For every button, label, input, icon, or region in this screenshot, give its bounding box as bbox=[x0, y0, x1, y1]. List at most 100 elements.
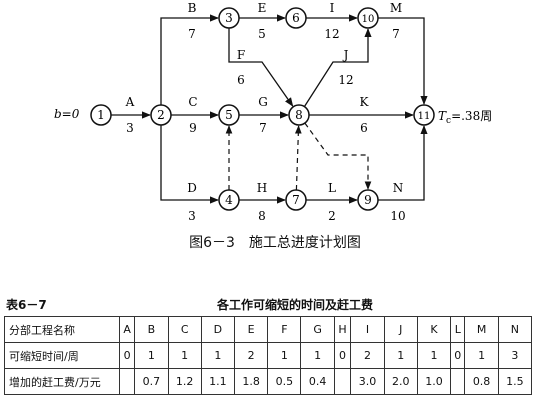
activity-name-label: A bbox=[125, 95, 135, 109]
activity-name-label: J bbox=[342, 48, 349, 62]
activity-duration-label: 7 bbox=[188, 27, 196, 41]
activity-name-label: L bbox=[328, 181, 336, 195]
event-node-number: 8 bbox=[295, 108, 303, 122]
crash-cost-table: 分部工程名称 A B C D E F G H I J K L M N 可缩短时间… bbox=[4, 316, 533, 395]
activity-duration-label: 3 bbox=[126, 121, 134, 135]
activity-name-label: I bbox=[330, 1, 335, 15]
activity-arrow-f bbox=[228, 28, 294, 107]
table-header-row: 分部工程名称 A B C D E F G H I J K L M N bbox=[4, 316, 533, 343]
activity-duration-label: 6 bbox=[360, 121, 368, 135]
table-header-cell: B bbox=[134, 316, 169, 343]
table-header-cell: E bbox=[234, 316, 269, 343]
table-header-cell: G bbox=[300, 316, 335, 343]
activity-arrow-j bbox=[303, 28, 372, 107]
table-header-cell: M bbox=[464, 316, 499, 343]
event-node-number: 6 bbox=[292, 11, 300, 25]
total-duration-sub: c bbox=[446, 116, 451, 126]
table-cell: 1.2 bbox=[167, 368, 202, 395]
table-cell: 1.0 bbox=[416, 368, 452, 395]
event-node-circle bbox=[218, 104, 240, 126]
table-header-cell: K bbox=[416, 316, 452, 343]
event-node-number: 5 bbox=[225, 108, 233, 122]
table-cell: 3 bbox=[497, 342, 533, 369]
event-node-circle bbox=[218, 7, 240, 29]
activity-duration-label: 12 bbox=[324, 27, 339, 41]
table-cell: 1.1 bbox=[200, 368, 236, 395]
event-node-circle bbox=[357, 189, 379, 211]
table-header-cell: F bbox=[267, 316, 302, 343]
figure-caption: 图6－3 施工总进度计划图 bbox=[189, 235, 361, 251]
start-label: b=0 bbox=[54, 107, 80, 121]
event-node-circle bbox=[288, 104, 310, 126]
activity-name-label: N bbox=[393, 181, 404, 195]
table-header-cell: N bbox=[497, 316, 533, 343]
table-cell: 1 bbox=[464, 342, 499, 369]
table-cell: 3.0 bbox=[350, 368, 385, 395]
table-cell: 1.8 bbox=[234, 368, 269, 395]
table-header-cell: A bbox=[118, 316, 136, 343]
event-node-number: 4 bbox=[225, 193, 233, 207]
event-node-number: 1 bbox=[97, 108, 105, 122]
table-header-cell: I bbox=[350, 316, 385, 343]
table-cell: 1 bbox=[383, 342, 418, 369]
activity-name-label: K bbox=[360, 95, 370, 109]
event-node-number: 10 bbox=[362, 14, 375, 25]
table-cell: 1 bbox=[200, 342, 236, 369]
table-header-cell: C bbox=[167, 316, 202, 343]
table-cell: 1 bbox=[167, 342, 202, 369]
table-header-cell: J bbox=[383, 316, 418, 343]
activity-name-label: G bbox=[258, 95, 268, 109]
event-node-number: 2 bbox=[157, 108, 165, 122]
activity-duration-label: 6 bbox=[237, 73, 245, 87]
activity-arrow-b bbox=[160, 14, 219, 105]
event-node-number: 3 bbox=[225, 11, 233, 25]
activity-duration-label: 5 bbox=[258, 27, 266, 41]
event-node-circle bbox=[357, 7, 379, 29]
activity-duration-label: 12 bbox=[338, 73, 353, 87]
table-cell: 增加的赶工费/万元 bbox=[4, 368, 120, 395]
activity-name-label: M bbox=[390, 1, 402, 15]
activity-name-label: C bbox=[188, 95, 197, 109]
event-node-circle bbox=[285, 7, 307, 29]
event-node-circle bbox=[150, 104, 172, 126]
dummy-activity-arrow bbox=[294, 125, 302, 191]
activity-duration-label: 8 bbox=[258, 209, 266, 223]
table-header-cell: H bbox=[333, 316, 352, 343]
table-cell: 0 bbox=[118, 342, 136, 369]
activity-name-label: D bbox=[187, 181, 197, 195]
table-cell: 1.5 bbox=[497, 368, 533, 395]
event-node-circle bbox=[218, 189, 240, 211]
table-cell: 0 bbox=[333, 342, 352, 369]
table-cell: 2 bbox=[234, 342, 269, 369]
table-cell: 2.0 bbox=[383, 368, 418, 395]
activity-arrow-m bbox=[378, 17, 428, 105]
table-cell: 0 bbox=[450, 342, 466, 369]
activity-name-label: B bbox=[188, 1, 197, 15]
table-row-crash-cost: 增加的赶工费/万元 0.7 1.2 1.1 1.8 0.5 0.4 3.0 2.… bbox=[4, 368, 533, 395]
table-cell: 0.8 bbox=[464, 368, 499, 395]
activity-duration-label: 7 bbox=[259, 121, 267, 135]
table-cell: 0.4 bbox=[300, 368, 335, 395]
activity-duration-label: 2 bbox=[328, 209, 336, 223]
event-node-number: 11 bbox=[418, 111, 431, 122]
total-duration-label: Tc=.38周 bbox=[438, 109, 492, 126]
activity-arrow-d bbox=[160, 125, 219, 204]
table-cell bbox=[118, 368, 136, 395]
activity-duration-label: 3 bbox=[188, 209, 196, 223]
activity-name-label: F bbox=[237, 48, 245, 62]
table-header-cell: D bbox=[200, 316, 236, 343]
table-header-cell: L bbox=[450, 316, 466, 343]
table-cell bbox=[333, 368, 352, 395]
event-node-circle bbox=[285, 189, 307, 211]
event-node-number: 7 bbox=[292, 193, 300, 207]
table-cell: 1 bbox=[416, 342, 452, 369]
total-duration-value: =.38周 bbox=[451, 109, 492, 123]
table-number: 表6－7 bbox=[6, 298, 47, 312]
event-node-circle bbox=[90, 104, 112, 126]
event-node-number: 9 bbox=[364, 193, 372, 207]
event-node-circle bbox=[413, 104, 435, 126]
activity-duration-label: 10 bbox=[390, 209, 405, 223]
table-cell: 0.7 bbox=[134, 368, 169, 395]
table-cell: 2 bbox=[350, 342, 385, 369]
